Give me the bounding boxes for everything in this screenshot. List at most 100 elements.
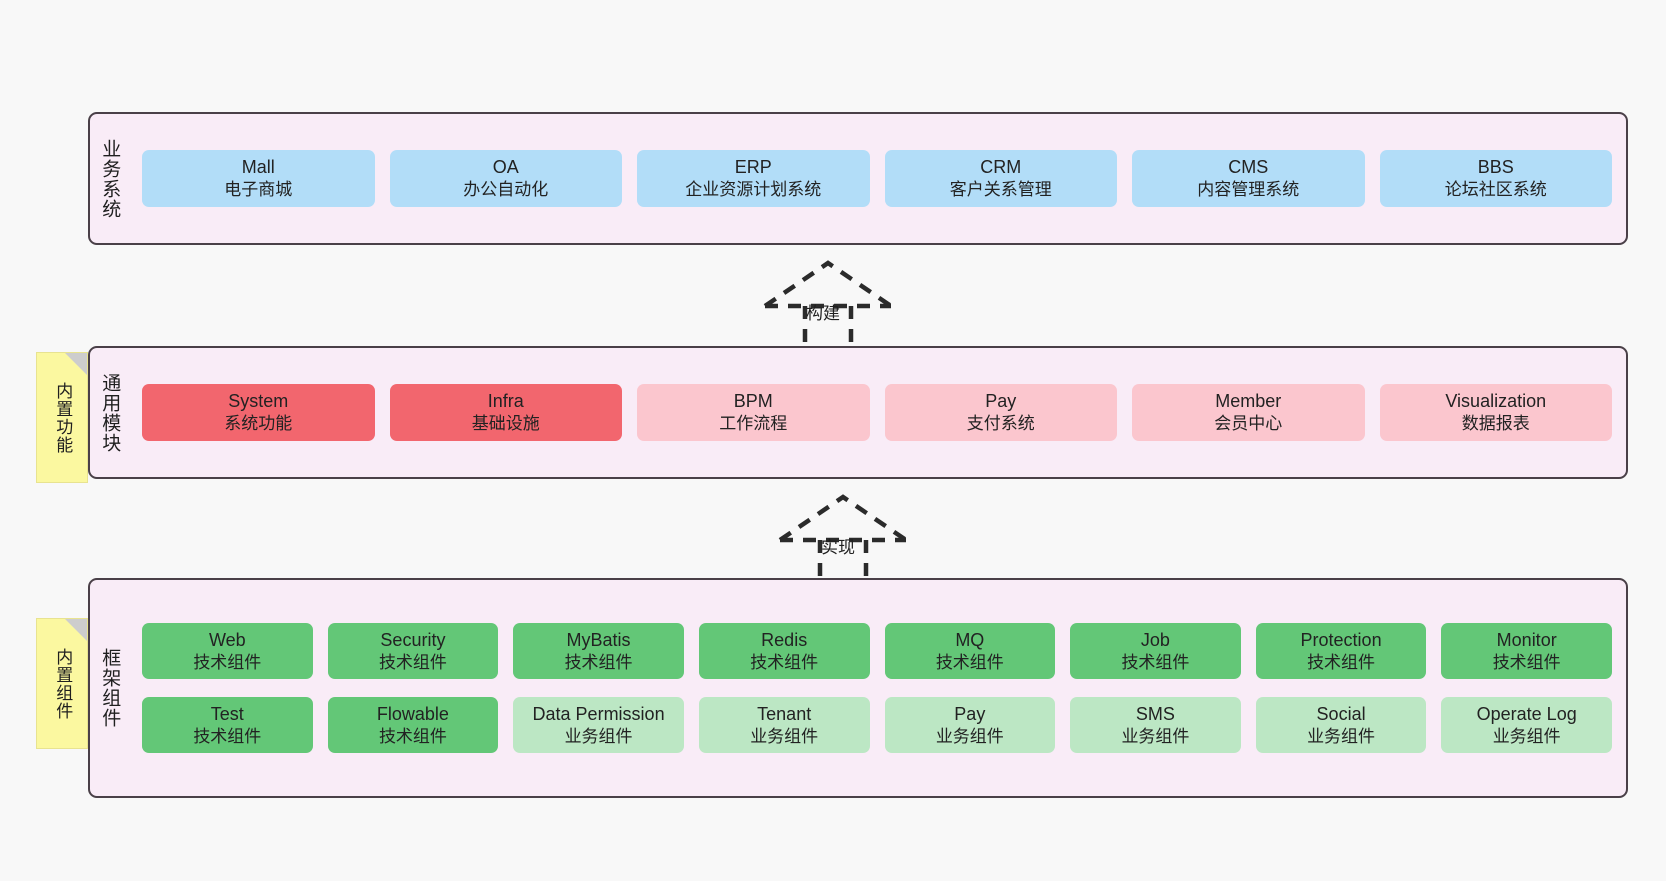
node-data-permission-name: Data Permission [532, 704, 665, 724]
node-protection-desc: 技术组件 [1307, 652, 1376, 672]
node-erp-desc: 企业资源计划系统 [685, 180, 822, 200]
node-mall[interactable]: Mall 电子商城 [142, 150, 375, 207]
node-redis-name: Redis [761, 629, 808, 650]
node-mybatis[interactable]: MyBatis 技术组件 [513, 622, 684, 679]
connector-implement-label: 实现 [821, 538, 855, 557]
layer-business-system: 业务系统 Mall 电子商城 OA 办公自动化 ERP 企业资源计划系统 CRM… [88, 112, 1628, 245]
node-system-desc: 系统功能 [224, 414, 293, 434]
node-infra[interactable]: Infra 基础设施 [389, 384, 622, 441]
node-cms[interactable]: CMS 内容管理系统 [1132, 150, 1365, 207]
node-tenant-desc: 业务组件 [750, 726, 819, 746]
node-flowable[interactable]: Flowable 技术组件 [327, 697, 499, 754]
node-erp[interactable]: ERP 企业资源计划系统 [637, 150, 870, 207]
node-visualization-name: Visualization [1445, 391, 1547, 412]
node-monitor[interactable]: Monitor 技术组件 [1441, 622, 1612, 679]
node-cms-desc: 内容管理系统 [1197, 180, 1300, 200]
node-test-desc: 技术组件 [193, 726, 262, 746]
node-infra-desc: 基础设施 [471, 414, 540, 434]
node-system-name: System [228, 391, 289, 412]
node-oa-name: OA [492, 157, 519, 178]
node-job[interactable]: Job 技术组件 [1070, 622, 1241, 679]
node-monitor-desc: 技术组件 [1492, 652, 1561, 672]
node-web-desc: 技术组件 [193, 652, 262, 672]
sticky-note-builtin-function: 内置功能 [36, 352, 88, 483]
node-test[interactable]: Test 技术组件 [142, 697, 313, 754]
node-oa[interactable]: OA 办公自动化 [389, 150, 622, 207]
node-protection-name: Protection [1300, 629, 1382, 650]
node-monitor-name: Monitor [1496, 629, 1557, 650]
node-oa-desc: 办公自动化 [463, 180, 549, 200]
node-protection[interactable]: Protection 技术组件 [1255, 622, 1427, 679]
node-pay-common-desc: 支付系统 [966, 414, 1035, 434]
layer-business-system-body: Mall 电子商城 OA 办公自动化 ERP 企业资源计划系统 CRM 客户关系… [128, 114, 1626, 243]
node-member[interactable]: Member 会员中心 [1132, 384, 1365, 441]
node-pay-framework-name: Pay [954, 704, 986, 724]
common-row: System 系统功能 Infra 基础设施 BPM 工作流程 Pay 支付系统… [142, 384, 1612, 441]
node-bbs-name: BBS [1477, 157, 1514, 178]
node-redis[interactable]: Redis 技术组件 [698, 622, 870, 679]
layer-business-system-title: 业务系统 [99, 138, 121, 219]
node-operate-log-desc: 业务组件 [1492, 726, 1561, 746]
node-data-permission[interactable]: Data Permission 业务组件 [513, 697, 684, 754]
node-test-name: Test [210, 704, 244, 724]
node-web-name: Web [208, 629, 246, 650]
node-security[interactable]: Security 技术组件 [327, 622, 499, 679]
node-bpm-name: BPM [733, 391, 773, 412]
node-pay-framework[interactable]: Pay 业务组件 [884, 697, 1056, 754]
node-operate-log-name: Operate Log [1476, 704, 1577, 724]
node-bbs-desc: 论坛社区系统 [1444, 180, 1547, 200]
node-pay-common[interactable]: Pay 支付系统 [884, 384, 1117, 441]
connector-implement: 实现 [775, 492, 965, 582]
node-crm-name: CRM [980, 157, 1022, 178]
layer-framework-component: 框架组件 Web 技术组件 Security 技术组件 MyBatis 技术组件… [88, 578, 1628, 798]
layer-common-module-body: System 系统功能 Infra 基础设施 BPM 工作流程 Pay 支付系统… [128, 348, 1626, 477]
connector-build-shape [763, 260, 893, 348]
connector-build: 构建 [760, 258, 950, 348]
note-fold-icon [65, 353, 87, 375]
node-sms[interactable]: SMS 业务组件 [1070, 697, 1241, 754]
sticky-note-builtin-function-label: 内置功能 [53, 381, 73, 454]
node-bbs[interactable]: BBS 论坛社区系统 [1379, 150, 1612, 207]
node-mq-desc: 技术组件 [935, 652, 1004, 672]
node-visualization-desc: 数据报表 [1461, 414, 1530, 434]
layer-framework-component-body: Web 技术组件 Security 技术组件 MyBatis 技术组件 Redi… [128, 580, 1626, 796]
node-pay-framework-desc: 业务组件 [935, 726, 1004, 746]
node-mq-name: MQ [955, 629, 985, 650]
business-row: Mall 电子商城 OA 办公自动化 ERP 企业资源计划系统 CRM 客户关系… [142, 150, 1612, 207]
node-sms-name: SMS [1135, 704, 1175, 724]
node-mq[interactable]: MQ 技术组件 [884, 622, 1056, 679]
node-tenant-name: Tenant [757, 704, 812, 724]
connector-implement-shape [778, 494, 908, 582]
node-mybatis-desc: 技术组件 [564, 652, 633, 672]
node-web[interactable]: Web 技术组件 [142, 622, 313, 679]
node-crm[interactable]: CRM 客户关系管理 [884, 150, 1117, 207]
layer-common-module: 通用模块 System 系统功能 Infra 基础设施 BPM 工作流程 Pay… [88, 346, 1628, 479]
node-flowable-desc: 技术组件 [378, 726, 447, 746]
node-member-desc: 会员中心 [1214, 414, 1283, 434]
node-system[interactable]: System 系统功能 [142, 384, 375, 441]
node-visualization[interactable]: Visualization 数据报表 [1379, 384, 1612, 441]
node-security-desc: 技术组件 [378, 652, 447, 672]
node-flowable-name: Flowable [376, 704, 449, 724]
node-job-name: Job [1140, 629, 1170, 650]
node-operate-log[interactable]: Operate Log 业务组件 [1441, 697, 1612, 754]
node-mall-name: Mall [241, 157, 275, 178]
node-social[interactable]: Social 业务组件 [1255, 697, 1427, 754]
node-mall-desc: 电子商城 [224, 180, 293, 200]
framework-row-technical: Web 技术组件 Security 技术组件 MyBatis 技术组件 Redi… [142, 622, 1612, 679]
node-tenant[interactable]: Tenant 业务组件 [698, 697, 870, 754]
node-redis-desc: 技术组件 [750, 652, 819, 672]
node-bpm[interactable]: BPM 工作流程 [637, 384, 870, 441]
sticky-note-builtin-component-label: 内置组件 [53, 647, 73, 720]
node-mybatis-name: MyBatis [566, 629, 631, 650]
node-pay-common-name: Pay [985, 391, 1017, 412]
node-erp-name: ERP [734, 157, 772, 178]
node-infra-name: Infra [487, 391, 524, 412]
node-sms-desc: 业务组件 [1121, 726, 1190, 746]
layer-framework-component-title: 框架组件 [99, 648, 121, 728]
framework-row-business: Test 技术组件 Flowable 技术组件 Data Permission … [142, 697, 1612, 754]
node-cms-name: CMS [1228, 157, 1269, 178]
layer-common-module-title: 通用模块 [99, 372, 121, 453]
node-job-desc: 技术组件 [1121, 652, 1190, 672]
